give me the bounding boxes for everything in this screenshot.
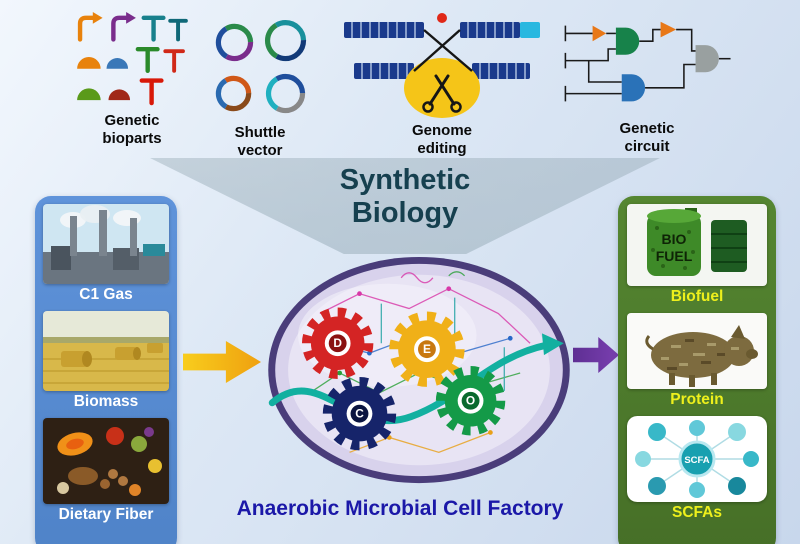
circuit-wires <box>564 25 731 102</box>
svg-text:SCFA: SCFA <box>684 455 709 466</box>
and-gate-green <box>615 27 640 55</box>
hay-bales <box>61 343 163 367</box>
dietary-fiber-label: Dietary Fiber <box>58 506 154 523</box>
genetic-bioparts-group: Genetic bioparts <box>68 10 196 149</box>
genetic-circuit-group: Genetic circuit <box>556 14 738 157</box>
genome-editing-group: Genome editing <box>336 8 548 159</box>
svg-text:D: D <box>333 336 342 350</box>
funnel-title: Synthetic Biology <box>339 164 471 230</box>
cell-factory-illustration: D E C O <box>268 256 570 484</box>
protein-image <box>627 313 767 389</box>
gear-o: O <box>435 366 506 436</box>
biomass-image <box>43 311 169 391</box>
plasmid-2 <box>264 20 307 62</box>
biomass-label: Biomass <box>73 393 139 410</box>
dietary-fiber-image <box>43 418 169 504</box>
products-panel: BIO FUEL Biofuel <box>618 196 776 544</box>
scissors-icon <box>422 74 462 113</box>
shuttle-vector-icon <box>215 20 307 114</box>
and-gate-blue <box>621 74 646 102</box>
protein-label: Protein <box>670 391 724 408</box>
cell-factory-caption: Anaerobic Microbial Cell Factory <box>236 497 564 520</box>
svg-text:O: O <box>466 394 475 408</box>
genetic-bioparts-icon <box>77 11 188 106</box>
c1-gas-label: C1 Gas <box>79 286 133 303</box>
svg-text:C: C <box>355 407 364 421</box>
scfa-center-node <box>678 440 716 478</box>
dna-strands <box>344 22 540 79</box>
genome-editing-label: Genome editing <box>411 122 472 158</box>
shuttle-vector-group: Shuttle vector <box>204 16 316 161</box>
svg-text:E: E <box>423 342 431 356</box>
plasmid-1 <box>215 23 254 62</box>
plasmid-4 <box>265 73 306 114</box>
and-gate-gray <box>695 45 719 73</box>
genetic-bioparts-label: Genetic bioparts <box>102 112 162 148</box>
word-cloud-pig <box>645 325 758 387</box>
shuttle-vector-label: Shuttle vector <box>234 124 286 160</box>
scfas-label: SCFAs <box>672 504 722 521</box>
genome-editing-icon <box>344 13 540 118</box>
pam-dot <box>437 13 447 23</box>
feedstock-panel: C1 Gas Biomass <box>35 196 177 544</box>
plasmid-3 <box>215 75 252 112</box>
genetic-circuit-label: Genetic circuit <box>619 120 675 156</box>
genetic-circuit-icon <box>564 21 731 102</box>
scfa-satellites <box>635 420 759 498</box>
flux-arrow <box>268 333 564 425</box>
c1-gas-image <box>43 204 169 284</box>
guide-lines <box>413 29 473 72</box>
scfas-image: SCFA <box>627 416 767 502</box>
biofuel-label: Biofuel <box>670 288 724 305</box>
buffer-gate-1 <box>592 25 607 42</box>
svg-text:BIO: BIO <box>662 231 687 247</box>
svg-text:FUEL: FUEL <box>656 248 693 264</box>
input-arrow <box>183 341 261 383</box>
biofuel-image: BIO FUEL <box>627 204 767 286</box>
output-arrow <box>573 337 619 373</box>
buffer-gate-2 <box>660 21 677 38</box>
